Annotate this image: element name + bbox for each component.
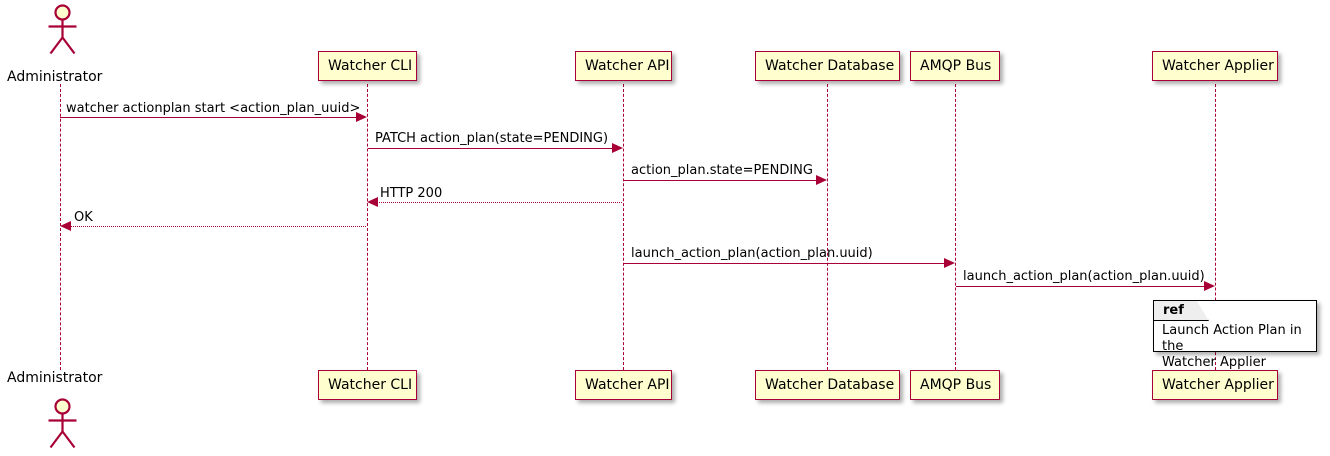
- message-line-7: [956, 286, 1210, 287]
- participant-label-amqp-bus-bottom: AMQP Bus: [920, 377, 992, 393]
- message-label-2: PATCH action_plan(state=PENDING): [375, 131, 609, 146]
- ref-fragment-text-line-2: Watcher Applier: [1162, 355, 1266, 370]
- participant-amqp-bus-bottom[interactable]: AMQP Bus: [910, 370, 1000, 400]
- participant-watcher-api-bottom[interactable]: Watcher API: [575, 370, 672, 400]
- participant-label-watcher-database-top: Watcher Database: [765, 58, 895, 74]
- actor-label-administrator-bottom: Administrator: [7, 370, 103, 386]
- message-arrowhead-1: [356, 112, 367, 122]
- message-arrowhead-5: [60, 221, 71, 231]
- message-line-1: [60, 117, 362, 118]
- ref-fragment-body: Launch Action Plan in the Watcher Applie…: [1154, 322, 1316, 371]
- message-line-2: [368, 148, 618, 149]
- message-label-7: launch_action_plan(action_plan.uuid): [963, 269, 1205, 284]
- message-label-3: action_plan.state=PENDING: [631, 163, 813, 178]
- participant-watcher-api-top[interactable]: Watcher API: [575, 51, 672, 81]
- actor-administrator-bottom: [40, 396, 80, 450]
- participant-watcher-database-bottom[interactable]: Watcher Database: [755, 370, 900, 400]
- ref-fragment-keyword: ref: [1154, 301, 1209, 321]
- message-label-5: OK: [74, 210, 93, 225]
- message-label-1: watcher actionplan start <action_plan_uu…: [66, 101, 361, 116]
- participant-watcher-database-top[interactable]: Watcher Database: [755, 51, 900, 81]
- message-label-6: launch_action_plan(action_plan.uuid): [631, 246, 873, 261]
- participant-label-watcher-cli-bottom: Watcher CLI: [328, 377, 413, 393]
- message-line-4: [372, 202, 622, 203]
- lifeline-watcher-cli: [367, 84, 368, 370]
- message-line-6: [624, 263, 950, 264]
- participant-label-watcher-api-bottom: Watcher API: [585, 377, 670, 393]
- lifeline-watcher-api: [623, 84, 624, 370]
- lifeline-watcher-applier: [1215, 84, 1216, 370]
- message-arrowhead-2: [612, 143, 623, 153]
- participant-amqp-bus-top[interactable]: AMQP Bus: [910, 51, 1000, 81]
- stick-figure-icon: [48, 4, 77, 55]
- message-arrowhead-6: [944, 258, 955, 268]
- message-arrowhead-3: [816, 175, 827, 185]
- participant-label-amqp-bus-top: AMQP Bus: [920, 58, 992, 74]
- participant-watcher-cli-bottom[interactable]: Watcher CLI: [318, 370, 417, 400]
- participant-label-watcher-applier-top: Watcher Applier: [1162, 58, 1274, 74]
- participant-label-watcher-cli-top: Watcher CLI: [328, 58, 413, 74]
- participant-watcher-applier-top[interactable]: Watcher Applier: [1152, 51, 1278, 81]
- actor-administrator-top: [40, 2, 80, 56]
- participant-label-watcher-database-bottom: Watcher Database: [765, 377, 895, 393]
- actor-label-administrator-top: Administrator: [7, 69, 103, 85]
- ref-fragment-text-line-1: Launch Action Plan in the: [1162, 323, 1302, 354]
- participant-watcher-cli-top[interactable]: Watcher CLI: [318, 51, 417, 81]
- stick-figure-icon: [48, 398, 77, 449]
- message-arrowhead-4: [367, 197, 378, 207]
- lifeline-watcher-database: [827, 84, 828, 370]
- participant-watcher-applier-bottom[interactable]: Watcher Applier: [1152, 370, 1278, 400]
- message-label-4: HTTP 200: [380, 186, 443, 201]
- ref-fragment[interactable]: ref Launch Action Plan in the Watcher Ap…: [1153, 300, 1317, 370]
- message-arrowhead-7: [1204, 281, 1215, 291]
- lifeline-amqp-bus: [955, 84, 956, 370]
- participant-label-watcher-api-top: Watcher API: [585, 58, 670, 74]
- message-line-3: [624, 180, 822, 181]
- message-line-5: [65, 226, 366, 227]
- participant-label-watcher-applier-bottom: Watcher Applier: [1162, 377, 1274, 393]
